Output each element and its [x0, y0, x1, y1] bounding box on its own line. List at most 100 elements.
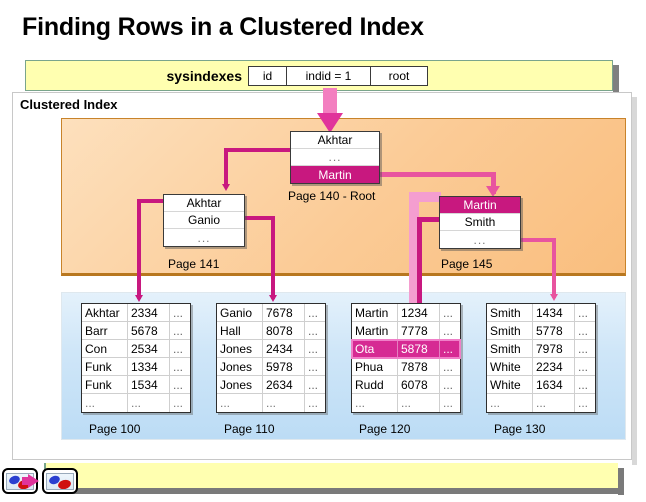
table-row[interactable]: Funk 1334 ...: [82, 358, 190, 376]
leaf-cell-num: 1334: [128, 358, 170, 375]
leaf-cell-num: 5778: [533, 322, 575, 339]
table-row[interactable]: Barr 5678 ...: [82, 322, 190, 340]
sysindexes-cell-id: id: [249, 67, 287, 85]
table-row[interactable]: Smith 1434 ...: [487, 304, 595, 322]
leaf-cell-etc: ...: [578, 396, 589, 410]
leaf-cell-etc: ...: [443, 323, 454, 338]
table-row[interactable]: Phua 7878 ...: [352, 358, 460, 376]
leaf-table-page100[interactable]: Akhtar 2334 ... Barr 5678 ... Con 2534 .…: [81, 303, 191, 413]
leaf-cell-etc: ...: [308, 396, 319, 410]
index-node-row: ...: [440, 231, 520, 248]
connector-root-martin-v: [491, 172, 496, 194]
leaf-cell-etc: ...: [443, 359, 454, 374]
leaf-cell-num: 6078: [398, 376, 440, 393]
index-node-row[interactable]: Ganio: [164, 212, 244, 229]
leaf-cell-etc: ...: [308, 323, 319, 338]
index-node-row-highlighted[interactable]: Martin: [440, 197, 520, 214]
connector-141-akhtar-h: [137, 199, 165, 203]
index-node-row[interactable]: Smith: [440, 214, 520, 231]
leaf-cell-name: Barr: [82, 322, 128, 339]
page-label-130: Page 130: [494, 422, 546, 436]
leaf-cell-name: Smith: [487, 304, 533, 321]
index-node-page145[interactable]: Martin Smith ...: [439, 196, 521, 249]
bottom-yellow-shadow: [618, 468, 624, 495]
table-row[interactable]: Jones 2634 ...: [217, 376, 325, 394]
leaf-cell-name: Jones: [217, 358, 263, 375]
bottom-yellow-strip: [44, 463, 618, 490]
table-row[interactable]: Martin 1234 ...: [352, 304, 460, 322]
table-row[interactable]: Rudd 6078 ...: [352, 376, 460, 394]
index-level-region: [61, 118, 626, 276]
leaf-cell-num: 7978: [533, 340, 575, 357]
table-row[interactable]: Funk 1534 ...: [82, 376, 190, 394]
index-node-page141[interactable]: Akhtar Ganio ...: [163, 194, 245, 247]
table-row-highlighted[interactable]: Ota 5878 ...: [351, 339, 461, 359]
connector-145-smith-h: [518, 238, 556, 242]
slide-navigation: [2, 468, 82, 494]
sysindexes-row: id indid = 1 root: [248, 66, 428, 86]
leaf-cell-etc: ...: [578, 341, 589, 356]
page-label-141: Page 141: [168, 257, 220, 271]
leaf-cell-name: Akhtar: [82, 304, 128, 321]
sysindexes-cell-root: root: [371, 67, 427, 85]
table-row[interactable]: Hall 8078 ...: [217, 322, 325, 340]
table-row[interactable]: White 1634 ...: [487, 376, 595, 394]
connector-root-martin-arrowhead: [486, 186, 500, 197]
leaf-table-page120[interactable]: Martin 1234 ... Martin 7778 ... Ota 5878…: [351, 303, 461, 413]
yellow-bar-shadow: [613, 65, 619, 96]
leaf-cell-etc: ...: [173, 341, 184, 356]
root-pointer-trunk: [323, 88, 337, 118]
leaf-cell-name: ...: [82, 394, 128, 412]
table-row[interactable]: Jones 5978 ...: [217, 358, 325, 376]
connector-root-akhtar-v: [224, 148, 228, 186]
leaf-cell-name: Smith: [487, 340, 533, 357]
leaf-cell-etc: ...: [443, 377, 454, 392]
leaf-cell-num: 7678: [263, 304, 305, 321]
leaf-cell-num: 7778: [398, 322, 440, 339]
leaf-cell-name: Smith: [487, 322, 533, 339]
table-row[interactable]: Akhtar 2334 ...: [82, 304, 190, 322]
table-row[interactable]: Ganio 7678 ...: [217, 304, 325, 322]
leaf-cell-name: White: [487, 376, 533, 393]
leaf-cell-name: Jones: [217, 340, 263, 357]
leaf-cell-num: 2234: [533, 358, 575, 375]
leaf-cell-name: White: [487, 358, 533, 375]
leaf-cell-etc: ...: [308, 377, 319, 392]
sysindexes-label: sysindexes: [166, 68, 243, 84]
connector-root-akhtar-h: [224, 148, 296, 152]
connector-141-ganio-arrowhead: [269, 295, 277, 302]
table-row[interactable]: Con 2534 ...: [82, 340, 190, 358]
leaf-cell-num: 1434: [533, 304, 575, 321]
next-slide-button[interactable]: [42, 468, 78, 494]
page-label-110: Page 110: [224, 422, 275, 436]
table-row[interactable]: Smith 7978 ...: [487, 340, 595, 358]
panel-shadow: [632, 97, 637, 465]
table-row[interactable]: White 2234 ...: [487, 358, 595, 376]
connector-root-martin-h: [374, 172, 496, 177]
connector-141-ganio-v: [271, 216, 275, 299]
table-row: ... ... ...: [82, 394, 190, 412]
leaf-table-page130[interactable]: Smith 1434 ... Smith 5778 ... Smith 7978…: [486, 303, 596, 413]
search-path-outer-h: [409, 192, 441, 202]
leaf-cell-num: 7878: [398, 358, 440, 375]
table-row[interactable]: Jones 2434 ...: [217, 340, 325, 358]
leaf-cell-num: 2434: [263, 340, 305, 357]
table-row[interactable]: Smith 5778 ...: [487, 322, 595, 340]
leaf-table-page110[interactable]: Ganio 7678 ... Hall 8078 ... Jones 2434 …: [216, 303, 326, 413]
index-node-root[interactable]: Akhtar ... Martin: [290, 131, 380, 184]
sysindexes-cell-indid: indid = 1: [287, 67, 371, 85]
leaf-cell-etc: ...: [308, 341, 319, 356]
connector-141-ganio-h: [243, 216, 275, 220]
table-row[interactable]: Martin 7778 ...: [352, 322, 460, 340]
connector-145-smith-arrowhead: [550, 294, 558, 301]
leaf-cell-name: Funk: [82, 358, 128, 375]
leaf-cell-name: Jones: [217, 376, 263, 393]
index-node-row[interactable]: Akhtar: [164, 195, 244, 212]
leaf-cell-name: Martin: [352, 304, 398, 321]
leaf-cell-etc: ...: [173, 359, 184, 374]
panel-title: Clustered Index: [20, 97, 118, 112]
leaf-cell-name: Con: [82, 340, 128, 357]
index-node-row-highlighted[interactable]: Martin: [291, 166, 379, 183]
index-node-row[interactable]: Akhtar: [291, 132, 379, 149]
